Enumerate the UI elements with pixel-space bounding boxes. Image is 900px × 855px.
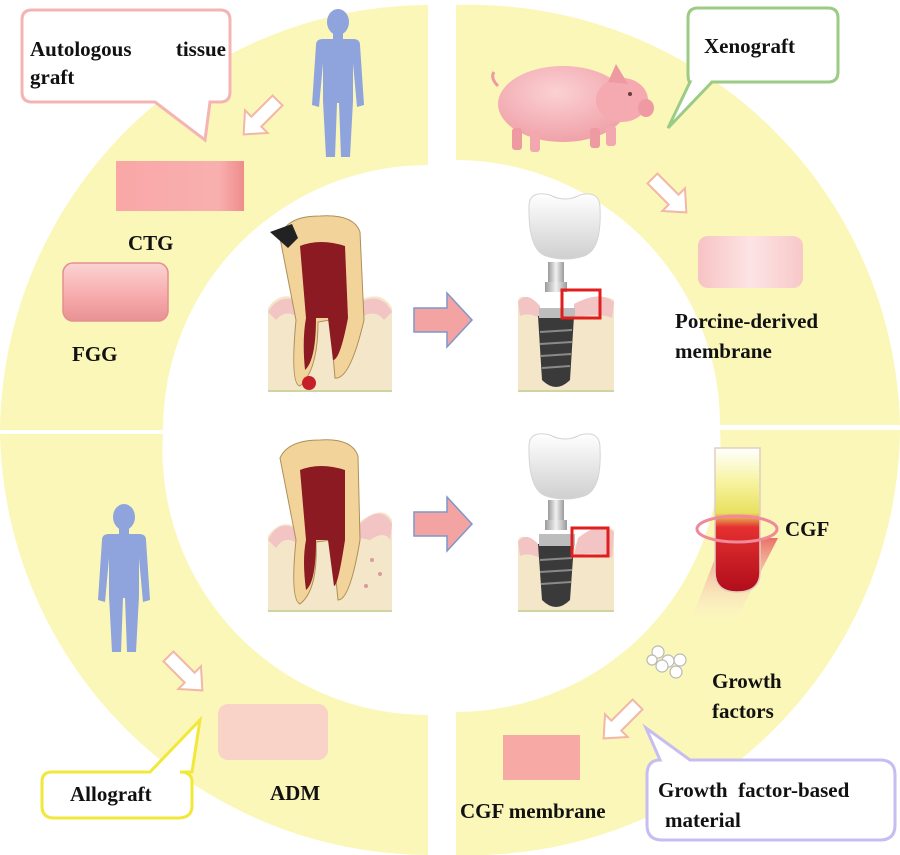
label-ctg: CTG <box>128 231 174 255</box>
label-growth-line2: factors <box>712 699 774 723</box>
free-gingival-graft-icon <box>62 262 169 322</box>
human-figure-icon <box>98 504 150 652</box>
callout-growth-line1: Growth factor-based <box>658 778 850 802</box>
callout-growth-factor <box>642 723 897 842</box>
label-cgf-membrane: CGF membrane <box>460 799 606 823</box>
highlight-box <box>560 288 602 320</box>
callout-allograft <box>40 715 203 820</box>
right-arrow-icon <box>413 495 474 553</box>
periodontal-tooth-icon <box>268 439 392 612</box>
pig-icon <box>491 64 654 152</box>
connective-tissue-graft-icon <box>116 161 244 211</box>
label-adm: ADM <box>270 781 321 805</box>
arrow-to-ctg <box>242 94 284 136</box>
highlight-box <box>570 526 610 558</box>
acellular-dermal-matrix-icon <box>218 704 328 760</box>
callout-xenograft <box>666 6 840 130</box>
label-porcine-line2: membrane <box>675 339 772 363</box>
cgf-membrane-icon <box>503 735 580 780</box>
callout-autologous-text: Autologous tissue graft <box>30 35 226 91</box>
human-figure-icon <box>312 9 364 157</box>
arrow-to-porcine <box>646 172 688 214</box>
dental-implant-recession-icon <box>518 433 614 612</box>
label-growth-line1: Growth <box>712 669 782 693</box>
label-fgg: FGG <box>72 342 118 366</box>
arrow-to-cgf-membrane <box>602 698 644 740</box>
callout-autologous <box>20 8 232 143</box>
test-tube-icon <box>688 447 779 628</box>
porcine-membrane-icon <box>698 236 803 288</box>
right-arrow-icon <box>413 291 474 349</box>
callout-autologous-line1: Autologous tissue <box>30 37 226 61</box>
growth-factor-particles-icon <box>646 645 687 679</box>
callout-allograft-text: Allograft <box>70 782 152 806</box>
decayed-tooth-icon <box>268 215 392 392</box>
callout-growth-line2: material <box>665 808 741 832</box>
callout-autologous-line2: graft <box>30 65 75 89</box>
callout-xenograft-text: Xenograft <box>704 34 795 58</box>
arrow-to-adm <box>162 650 204 692</box>
dental-implant-icon <box>518 193 614 392</box>
label-porcine-line1: Porcine-derived <box>675 309 819 333</box>
label-cgf: CGF <box>785 517 830 541</box>
